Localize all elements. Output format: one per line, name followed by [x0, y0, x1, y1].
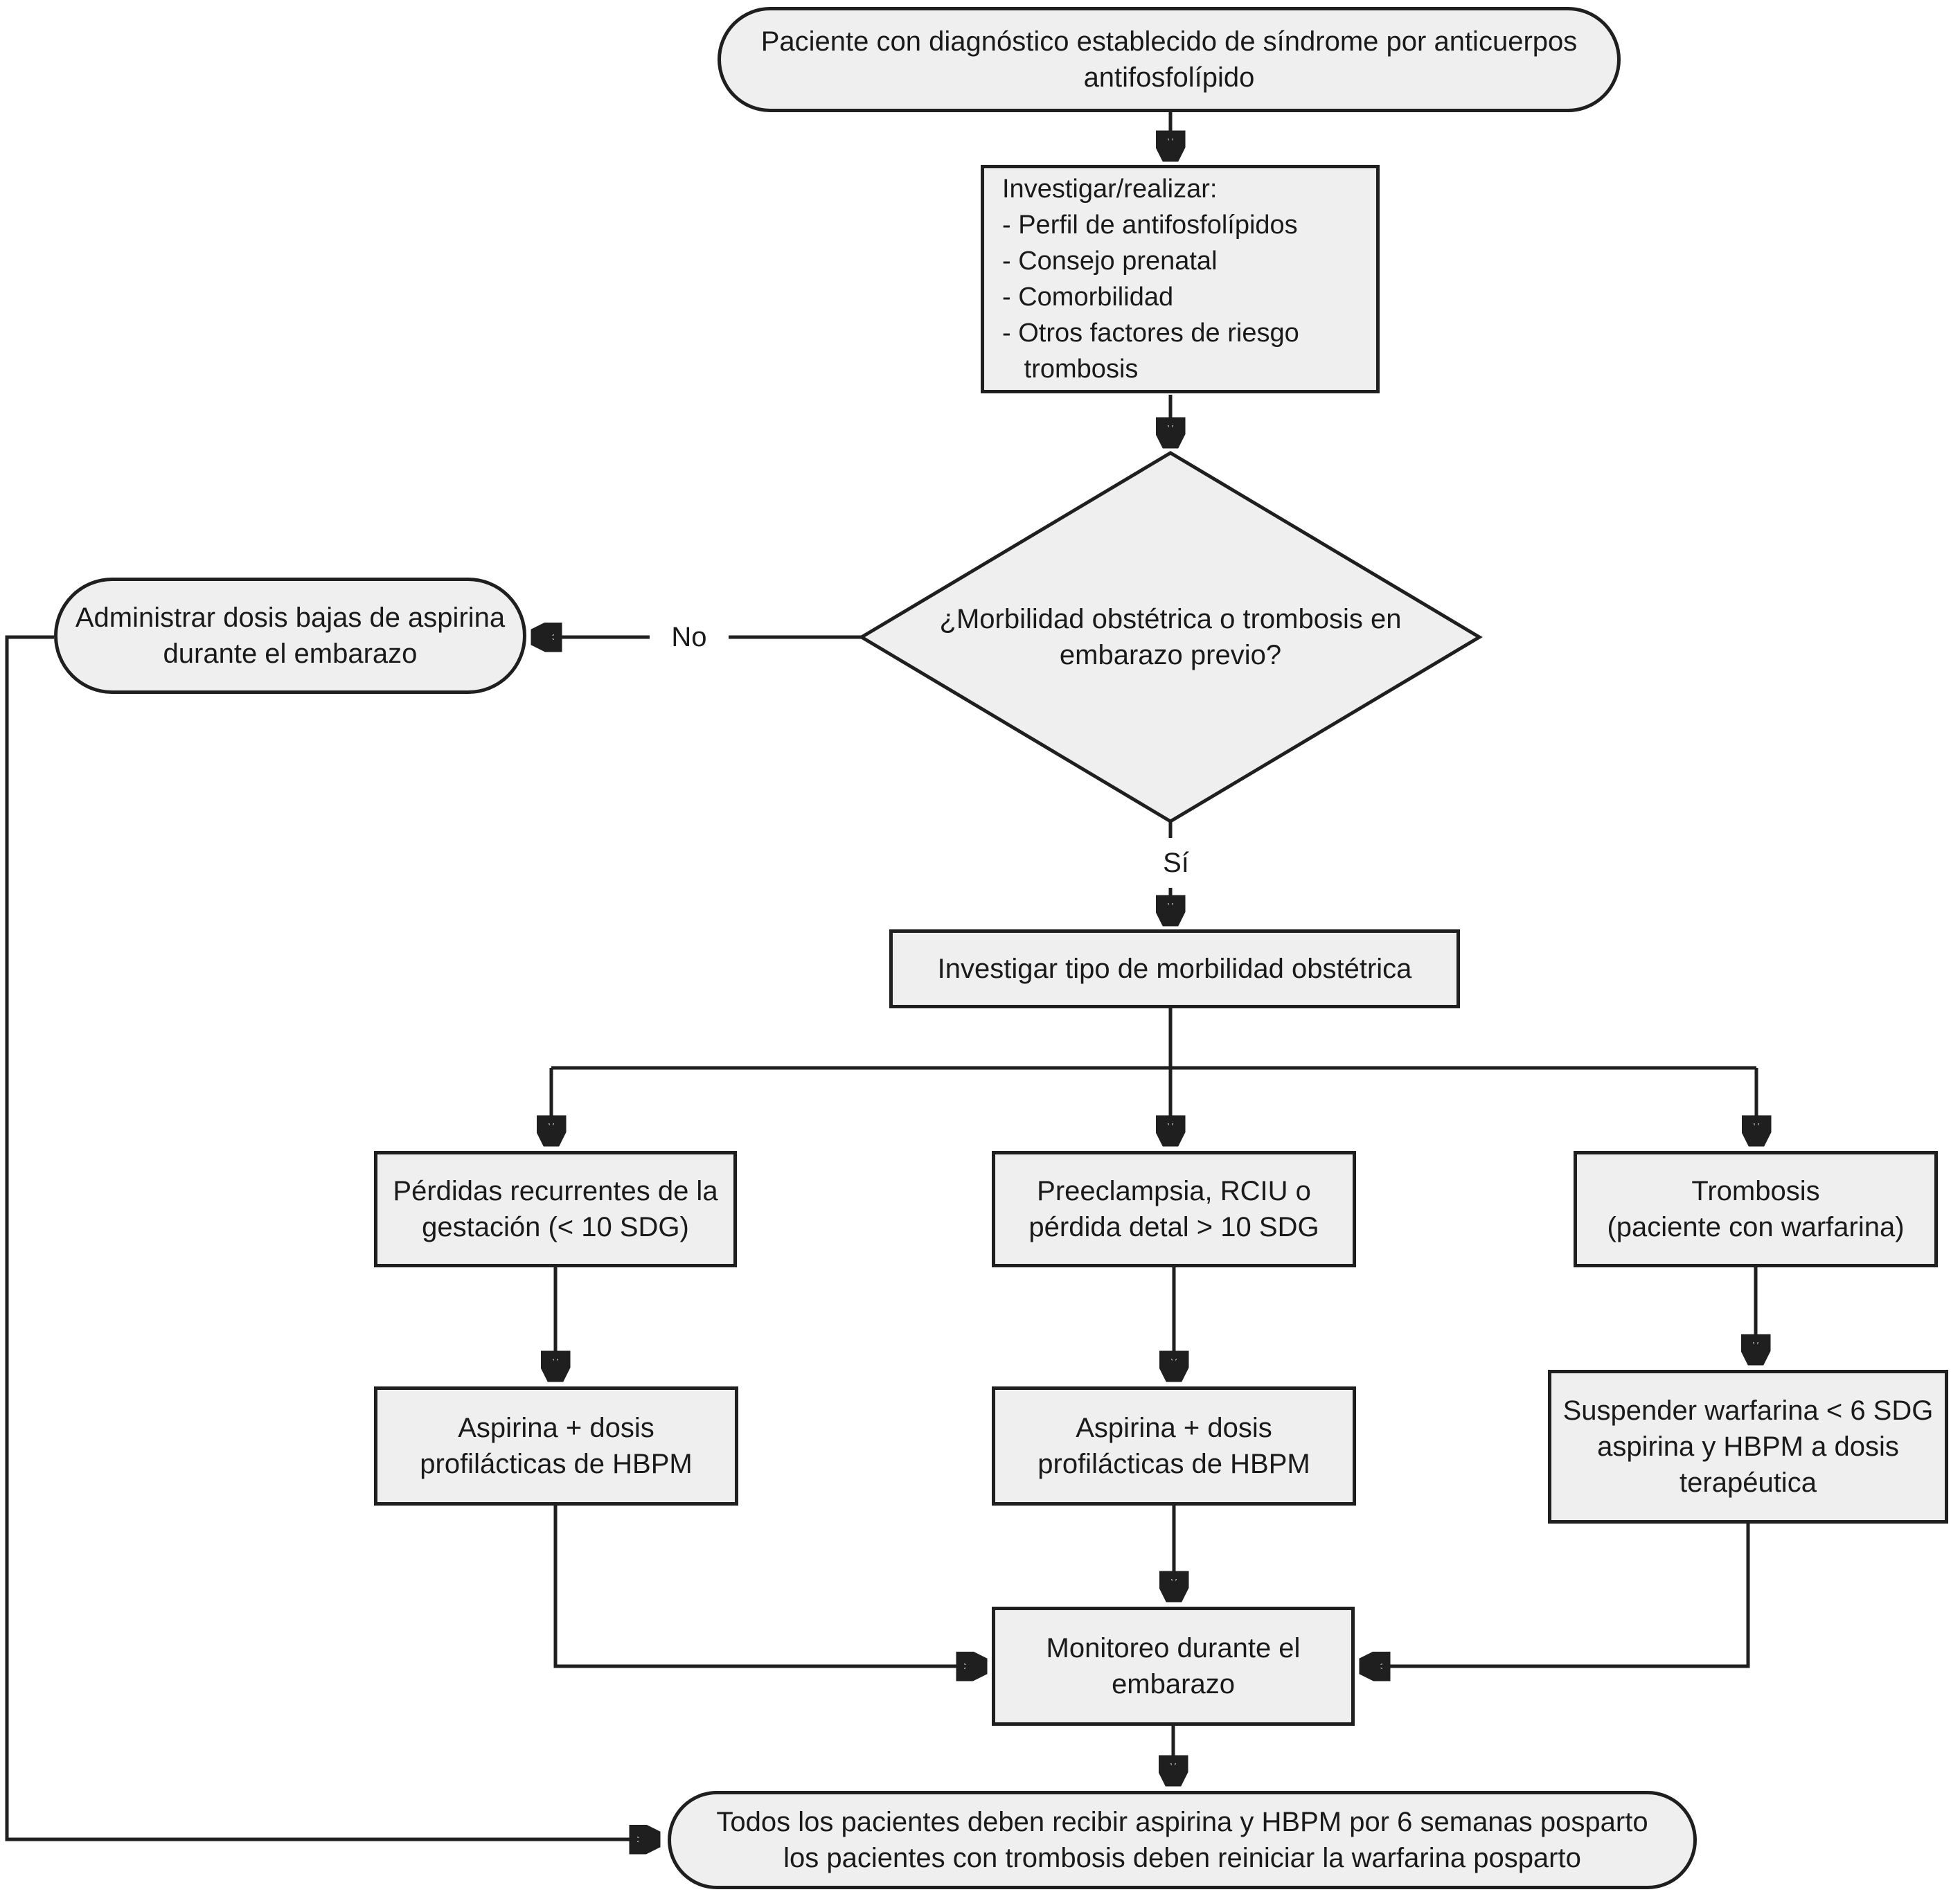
aspirin-low-dose-terminator: Administrar dosis bajas de aspirina dura…	[54, 578, 526, 694]
monitoring-box: Monitoreo durante el embarazo	[992, 1607, 1355, 1726]
branch-preeclampsia-box: Preeclampsia, RCIU o pérdida detal > 10 …	[992, 1151, 1356, 1267]
end-terminator: Todos los pacientes deben recibir aspiri…	[668, 1791, 1697, 1889]
start-terminator: Paciente con diagnóstico establecido de …	[718, 7, 1621, 112]
connector-left-monitoring	[553, 1506, 985, 1666]
decision-diamond-shape	[858, 451, 1483, 823]
investigate-realize-box: Investigar/realizar: - Perfil de antifos…	[981, 165, 1380, 393]
investigate-morbidity-type-box: Investigar tipo de morbilidad obstétrica	[889, 929, 1460, 1008]
treatment-suspend-warfarin-box: Suspender warfarina < 6 SDG aspirina y H…	[1548, 1370, 1948, 1524]
connector-aspirin-end	[5, 635, 658, 1839]
treatment-aspirin-hbpm-left-box: Aspirina + dosis profilácticas de HBPM	[374, 1386, 738, 1506]
decision-diamond-label: ¿Morbilidad obstétrica o trombosis en em…	[939, 604, 1402, 670]
no-label: No	[650, 615, 729, 659]
connector-right-monitoring	[1362, 1524, 1750, 1666]
treatment-aspirin-hbpm-middle-box: Aspirina + dosis profilácticas de HBPM	[992, 1386, 1356, 1506]
yes-label: Sí	[1140, 838, 1212, 888]
branch-thrombosis-box: Trombosis (paciente con warfarina)	[1574, 1151, 1938, 1267]
branch-recurrent-losses-box: Pérdidas recurrentes de la gestación (< …	[374, 1151, 737, 1267]
